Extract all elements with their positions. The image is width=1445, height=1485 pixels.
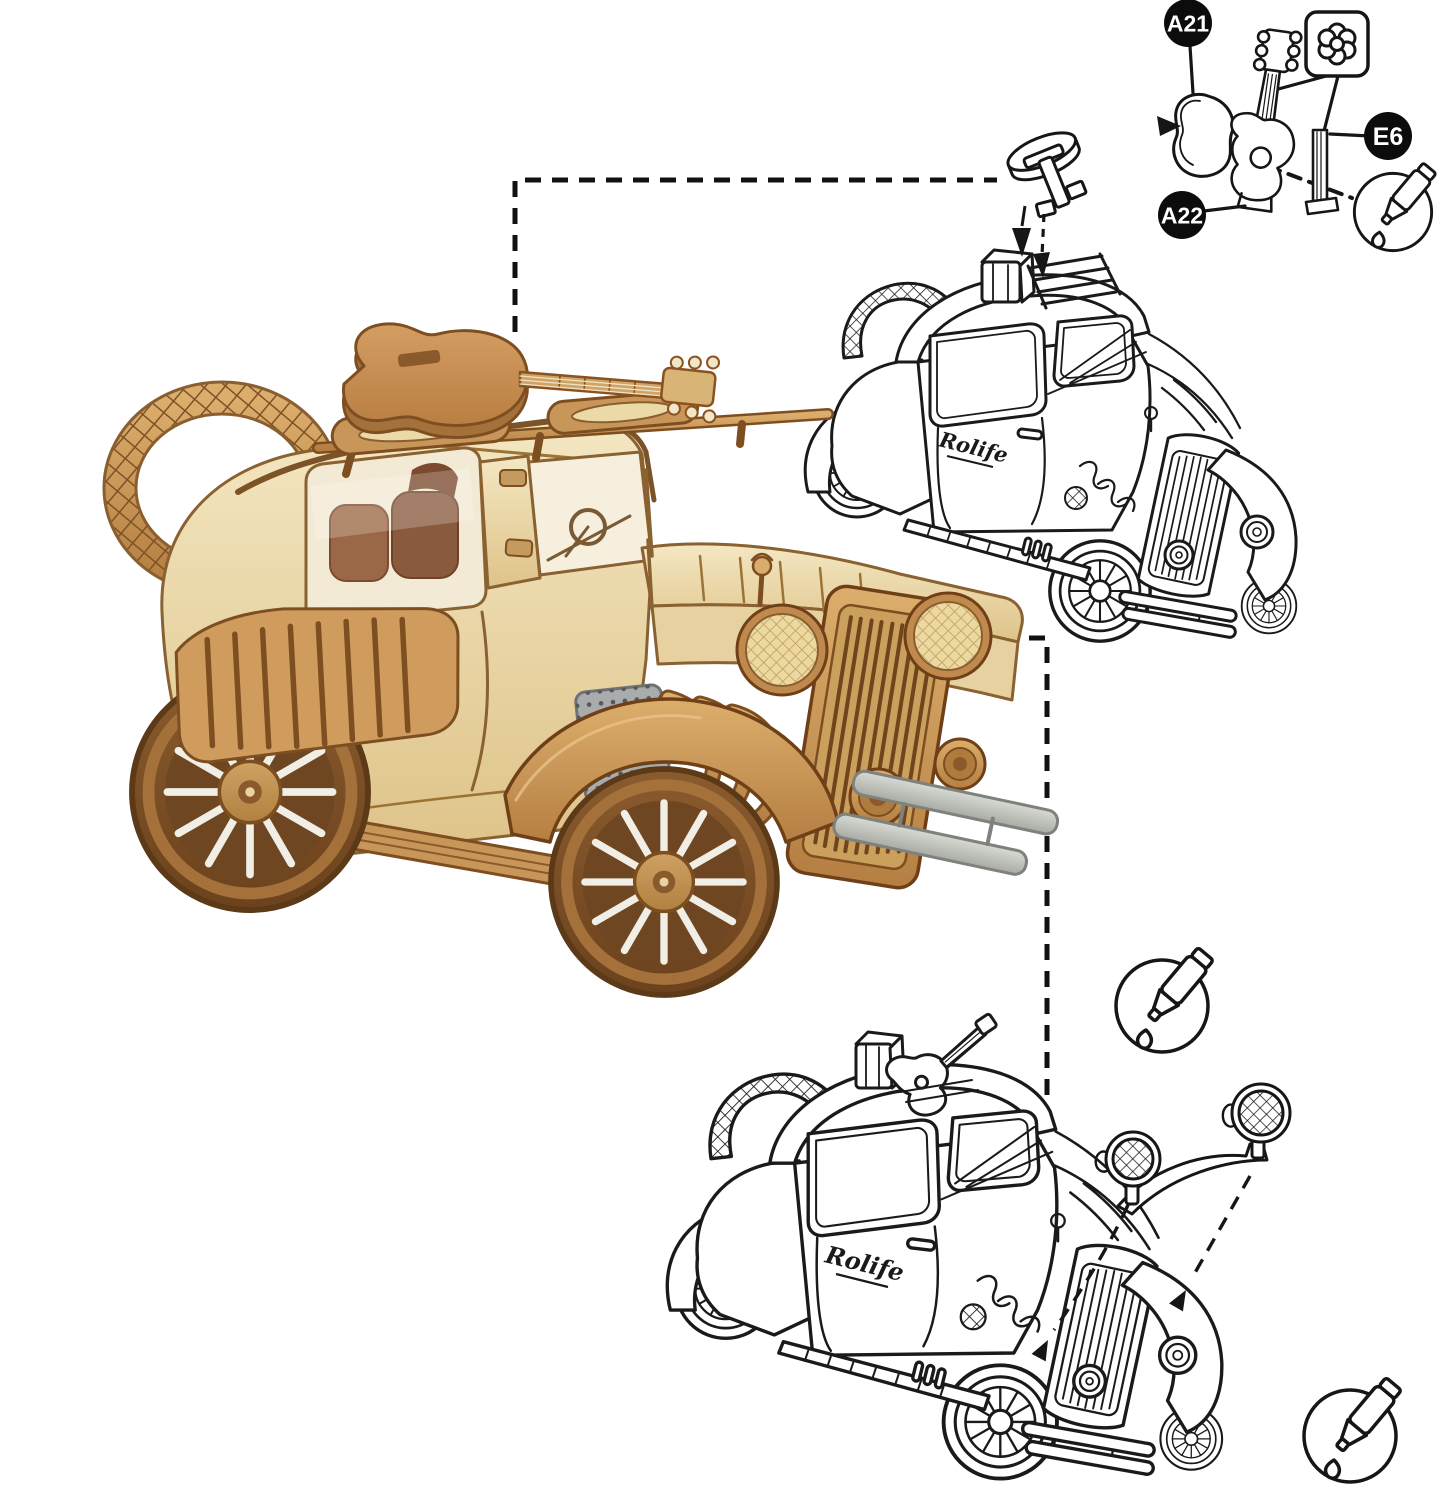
arrow-right-icon	[1157, 116, 1181, 136]
part-label-a21-text: A21	[1167, 10, 1209, 36]
front-wheel	[551, 769, 777, 995]
part-label-a22: A22	[1158, 191, 1206, 239]
front-bumper	[832, 769, 1060, 876]
part-label-a21: A21	[1164, 0, 1212, 47]
arrow-into-grille-icon	[1031, 1336, 1056, 1362]
instruction-car-roof-step: Rolife	[805, 131, 1296, 641]
glue-bottle-icon	[1302, 1374, 1405, 1484]
guitar	[341, 322, 721, 439]
dashed-connector-headlight-step	[975, 635, 1050, 1105]
part-label-e6-text: E6	[1373, 123, 1404, 151]
hood-ornament	[750, 552, 774, 607]
headlight-left	[735, 603, 829, 697]
flower-icon	[1304, 10, 1370, 78]
instruction-car-headlight-step: Rolife	[667, 944, 1405, 1484]
part-label-a22-text: A22	[1161, 202, 1203, 228]
stick-part	[1304, 128, 1340, 216]
dashed-connector-roof-step	[512, 177, 997, 332]
headlight-right	[903, 591, 993, 681]
arrow-down-icon	[1033, 252, 1050, 278]
headlight-bar-part	[1094, 1082, 1292, 1216]
arrow-down-icon	[1012, 228, 1031, 257]
guitar-back-part	[1172, 92, 1235, 178]
guitar-part-drawing	[1230, 28, 1303, 213]
photo-model-car	[102, 322, 1060, 995]
louvered-fender-panel	[174, 607, 460, 764]
part-label-e6: E6	[1364, 112, 1412, 160]
roof-bracket-part	[1006, 131, 1088, 219]
glue-bottle-icon	[1114, 944, 1217, 1054]
glue-bottle-icon	[1352, 160, 1439, 253]
parts-detail-diagram: A21 A22 E6	[1157, 0, 1439, 253]
